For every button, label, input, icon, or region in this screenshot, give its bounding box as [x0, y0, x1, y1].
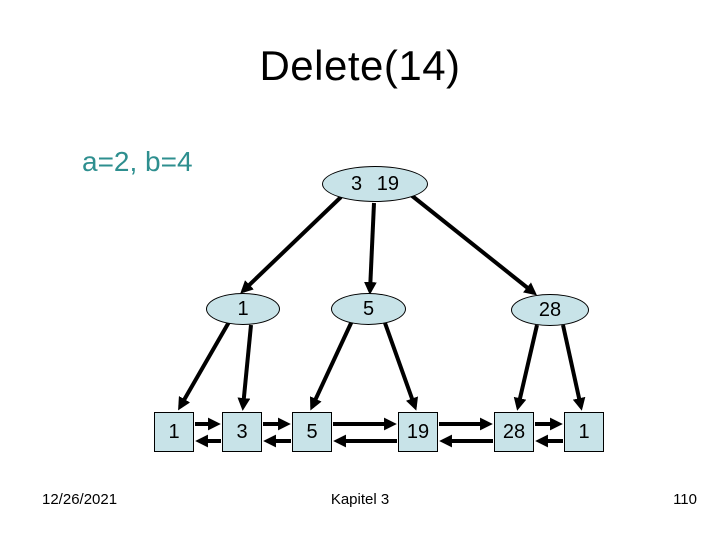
edge-internal1-to-leaf3 — [237, 324, 253, 411]
tree-root-node: 3 19 — [322, 166, 428, 202]
edge-internal28-to-leaf28 — [513, 324, 539, 411]
footer-chapter: Kapitel 3 — [330, 491, 390, 508]
tree-root-label: 3 19 — [351, 172, 399, 195]
edge-internal5-to-leaf5 — [309, 320, 354, 411]
tree-leaf-label: 28 — [502, 420, 526, 443]
tree-leaf-label: 1 — [578, 420, 590, 443]
tree-internal-label: 1 — [237, 297, 249, 320]
edge-root-to-internal-1 — [240, 195, 343, 294]
tree-internal-node-1: 1 — [206, 293, 280, 325]
tree-internal-node-5: 5 — [331, 293, 406, 325]
edge-internal1-to-leaf1 — [178, 321, 231, 411]
tree-leaf-label: 5 — [306, 420, 318, 443]
edge-internal5-to-leaf19 — [383, 322, 419, 411]
footer-date: 12/26/2021 — [42, 491, 118, 508]
tree-leaf-node: 5 — [292, 412, 332, 452]
edge-root-to-internal-28 — [409, 193, 538, 296]
tree-internal-node-28: 28 — [511, 294, 589, 326]
tree-leaf-node: 1 — [564, 412, 604, 452]
tree-internal-label: 28 — [538, 298, 562, 321]
tree-leaf-node: 28 — [494, 412, 534, 452]
tree-leaf-node: 19 — [398, 412, 438, 452]
slide-title: Delete(14) — [259, 42, 461, 89]
edge-root-to-internal-5 — [364, 202, 377, 295]
tree-leaf-node: 1 — [154, 412, 194, 452]
edge-internal28-to-leaf1 — [561, 324, 586, 411]
tree-parameters-label: a=2, b=4 — [82, 146, 193, 177]
tree-leaf-node: 3 — [222, 412, 262, 452]
tree-leaf-label: 19 — [406, 420, 430, 443]
tree-leaf-label: 3 — [236, 420, 248, 443]
tree-leaf-label: 1 — [168, 420, 180, 443]
tree-internal-label: 5 — [362, 297, 375, 320]
footer-page-number: 110 — [673, 491, 697, 508]
